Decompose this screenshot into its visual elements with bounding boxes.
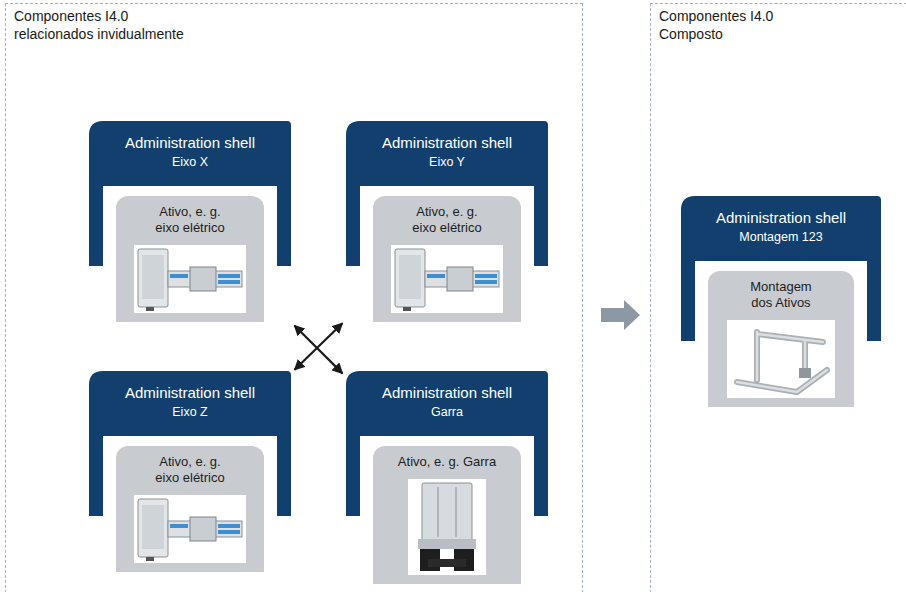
electric-axis-picture: [134, 495, 246, 563]
component-group: Componentes I4.0 CompostoAdministration …: [650, 3, 906, 592]
picture-part: [727, 320, 835, 398]
asset-box: Ativo, e. g. eixo elétrico: [116, 446, 264, 572]
asset-label: Ativo, e. g. eixo elétrico: [150, 204, 230, 237]
asset-box: Ativo, e. g. Garra: [373, 446, 521, 584]
assembly-picture: [727, 320, 835, 398]
group-title: Componentes I4.0 Composto: [659, 7, 809, 43]
flow-arrow: [601, 300, 640, 330]
administration-shell: Administration shellMontagem 123Montagem…: [681, 196, 881, 407]
shell-name: Montagem 123: [681, 229, 881, 245]
shell-title: Administration shell: [89, 121, 291, 152]
picture-part: [134, 495, 246, 563]
gripper-picture: [408, 479, 486, 575]
administration-shell: Administration shellEixo Z Ativo, e. g. e…: [89, 371, 291, 572]
relation-arrow: [295, 323, 343, 370]
shell-title: Administration shell: [346, 121, 548, 152]
shell-title: Administration shell: [89, 371, 291, 402]
asset-box: Montagem dos Ativos: [708, 271, 854, 407]
asset-label: Ativo, e. g. eixo elétrico: [150, 454, 230, 487]
asset-label: Ativo, e. g. Garra: [377, 454, 517, 470]
asset-box: Ativo, e. g. eixo elétrico: [373, 196, 521, 322]
shell-name: Garra: [346, 404, 548, 420]
shell-title: Administration shell: [681, 196, 881, 227]
administration-shell: Administration shellEixo Y Ativo, e. g. e…: [346, 121, 548, 322]
asset-label: Ativo, e. g. eixo elétrico: [407, 204, 487, 237]
shell-name: Eixo X: [89, 154, 291, 170]
component-group: Componentes I4.0 relacionados invidualme…: [5, 3, 583, 592]
asset-box: Ativo, e. g. eixo elétrico: [116, 196, 264, 322]
electric-axis-picture: [134, 245, 246, 313]
shell-name: Eixo Y: [346, 154, 548, 170]
asset-label: Montagem dos Ativos: [744, 279, 818, 312]
administration-shell: Administration shellEixo X Ativo, e. g. e…: [89, 121, 291, 322]
shell-name: Eixo Z: [89, 404, 291, 420]
shell-title: Administration shell: [346, 371, 548, 402]
group-title: Componentes I4.0 relacionados invidualme…: [14, 7, 199, 43]
electric-axis-picture: [391, 245, 503, 313]
picture-part: [134, 245, 246, 313]
picture-part: [408, 479, 486, 575]
relation-arrow: [294, 326, 342, 374]
picture-part: [391, 245, 503, 313]
administration-shell: Administration shellGarraAtivo, e. g. Ga…: [346, 371, 548, 584]
